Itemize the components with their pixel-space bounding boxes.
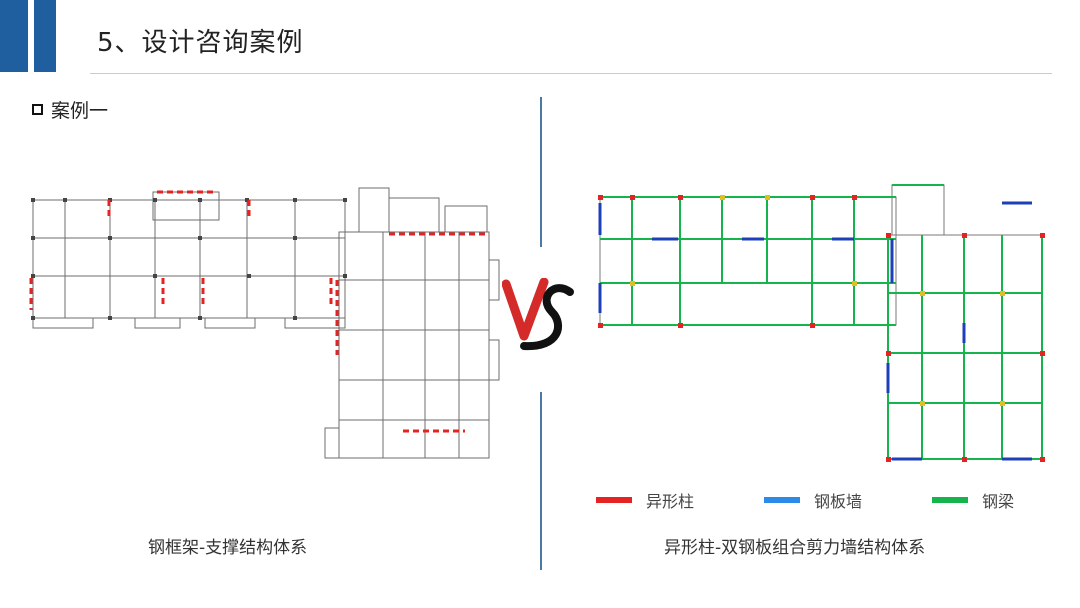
legend-item-steel-plate-wall: 钢板墙 [764, 488, 862, 512]
page-title: 5、设计咨询案例 [97, 28, 304, 58]
section-label: 案例一 [51, 100, 109, 122]
header-accent-bar [0, 0, 28, 72]
right-floor-plan [598, 184, 1045, 462]
legend-label: 钢梁 [982, 492, 1015, 511]
legend-item-special-column: 异形柱 [596, 488, 694, 512]
red-swatch-icon [596, 497, 632, 503]
legend-item-steel-beam: 钢梁 [932, 488, 1014, 512]
title-divider [90, 73, 1052, 74]
left-plan-caption: 钢框架-支撑结构体系 [148, 538, 308, 558]
header-accent-bar-secondary [34, 0, 56, 72]
vs-mark [502, 278, 574, 351]
section-heading: 案例一 [32, 96, 108, 123]
center-divider-top [540, 97, 542, 247]
right-plan-caption: 异形柱-双钢板组合剪力墙结构体系 [664, 538, 926, 558]
green-swatch-icon [932, 497, 968, 503]
blue-swatch-icon [764, 497, 800, 503]
center-divider-bottom [540, 392, 542, 570]
left-floor-plan [29, 187, 500, 459]
legend-label: 异形柱 [646, 492, 695, 511]
square-bullet-icon [32, 104, 43, 115]
legend-label: 钢板墙 [814, 492, 863, 511]
